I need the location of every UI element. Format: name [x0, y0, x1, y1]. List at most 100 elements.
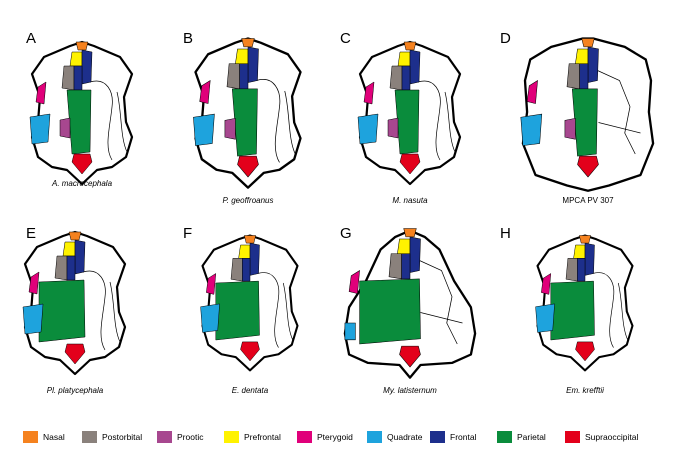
legend-swatch: [23, 431, 38, 443]
prefrontal-bone: [575, 48, 589, 64]
parietal-bone: [571, 88, 598, 157]
supraoccipital-bone: [577, 155, 599, 178]
frontal-bone: [74, 239, 86, 275]
legend-label: Prefrontal: [244, 432, 281, 442]
supraoccipital-bone: [64, 343, 86, 365]
frontal-bone: [587, 46, 599, 83]
parietal-bone: [394, 89, 420, 155]
legend-item: Frontal: [430, 431, 477, 443]
skull-outline: [194, 37, 302, 189]
parietal-bone: [66, 89, 92, 155]
suture-line: [282, 282, 294, 341]
legend-item: Supraoccipital: [565, 431, 639, 443]
postorbital-bone: [54, 255, 68, 281]
legend-item: Prootic: [157, 431, 204, 443]
skull-drawing: [343, 228, 477, 379]
frontal-bone: [401, 253, 411, 280]
suture-line: [418, 259, 458, 345]
frontal-bone: [81, 49, 93, 85]
parietal-bone: [215, 280, 260, 341]
legend-item: Nasal: [23, 431, 65, 443]
suture-line: [284, 90, 296, 155]
skull-outline: [521, 37, 655, 192]
species-caption: A. macrocephala: [51, 179, 113, 188]
skull-drawing: [22, 230, 127, 376]
skull-panel: HEm. krefftii: [500, 225, 634, 395]
skull-panel: B P. geoffroanus: [183, 30, 302, 205]
nasal-bone: [241, 38, 255, 48]
postorbital-bone: [389, 65, 403, 91]
legend-label: Nasal: [43, 432, 65, 442]
frontal-bone: [409, 236, 421, 273]
panel-letter: A: [26, 30, 36, 47]
legend-label: Postorbital: [102, 432, 142, 442]
skull-panel: GMy. latisternum: [340, 225, 477, 395]
frontal-bone: [409, 49, 421, 85]
frontal-bone: [249, 242, 260, 276]
suture-line: [256, 79, 281, 163]
suture-line: [592, 272, 615, 348]
skull-outline: [30, 40, 134, 186]
suture-line: [444, 91, 456, 153]
legend-swatch: [430, 431, 445, 443]
suture-line: [89, 80, 113, 161]
frontal-bone: [239, 63, 249, 90]
pterygoid-bone: [541, 273, 552, 295]
prootic-bone: [564, 117, 576, 140]
nasal-bone: [75, 41, 89, 51]
skull-drawing: [193, 37, 302, 189]
frontal-bone: [401, 65, 411, 91]
species-caption: Em. krefftii: [566, 386, 604, 395]
quadrate-bone: [200, 303, 220, 333]
nasal-bone: [403, 41, 417, 51]
supraoccipital-bone: [399, 153, 421, 175]
suture-line: [417, 80, 441, 161]
legend-item: Postorbital: [82, 431, 142, 443]
pterygoid-bone: [206, 273, 217, 295]
species-caption: My. latisternum: [383, 386, 437, 395]
supraoccipital-bone: [71, 153, 93, 175]
quadrate-bone: [344, 322, 356, 341]
skull-outline: [358, 40, 462, 186]
legend-swatch: [82, 431, 97, 443]
skull-drawing: [357, 40, 462, 186]
suture-line: [116, 91, 128, 153]
prefrontal-bone: [397, 51, 411, 67]
skull-outline: [536, 234, 634, 372]
prefrontal-bone: [573, 244, 586, 259]
legend-swatch: [157, 431, 172, 443]
suture-line: [109, 281, 121, 343]
skull-panel: EPl. platycephala: [22, 225, 127, 395]
supraoccipital-bone: [575, 341, 595, 362]
prefrontal-bone: [235, 48, 249, 64]
legend-item: Prefrontal: [224, 431, 281, 443]
skull-drawing: [200, 234, 299, 372]
prootic-bone: [387, 117, 399, 139]
prefrontal-bone: [238, 244, 251, 259]
prefrontal-bone: [397, 238, 411, 254]
panel-letter: F: [183, 225, 192, 242]
skull-outline: [23, 230, 127, 376]
parietal-bone: [550, 280, 595, 341]
postorbital-bone: [388, 253, 402, 280]
species-caption: E. dentata: [232, 386, 269, 395]
pterygoid-bone: [35, 81, 47, 105]
legend-label: Quadrate: [387, 432, 423, 442]
legend-label: Frontal: [450, 432, 477, 442]
frontal-bone: [584, 242, 595, 276]
pterygoid-bone: [199, 79, 211, 104]
panel-letter: B: [183, 30, 193, 47]
legend-swatch: [367, 431, 382, 443]
postorbital-bone: [230, 258, 243, 282]
nasal-bone: [581, 38, 595, 48]
prootic-bone: [224, 117, 236, 140]
frontal-bone: [247, 46, 259, 83]
species-caption: P. geoffroanus: [222, 196, 273, 205]
quadrate-bone: [535, 303, 555, 333]
suture-line: [598, 122, 641, 134]
species-caption: M. nasuta: [392, 196, 428, 205]
